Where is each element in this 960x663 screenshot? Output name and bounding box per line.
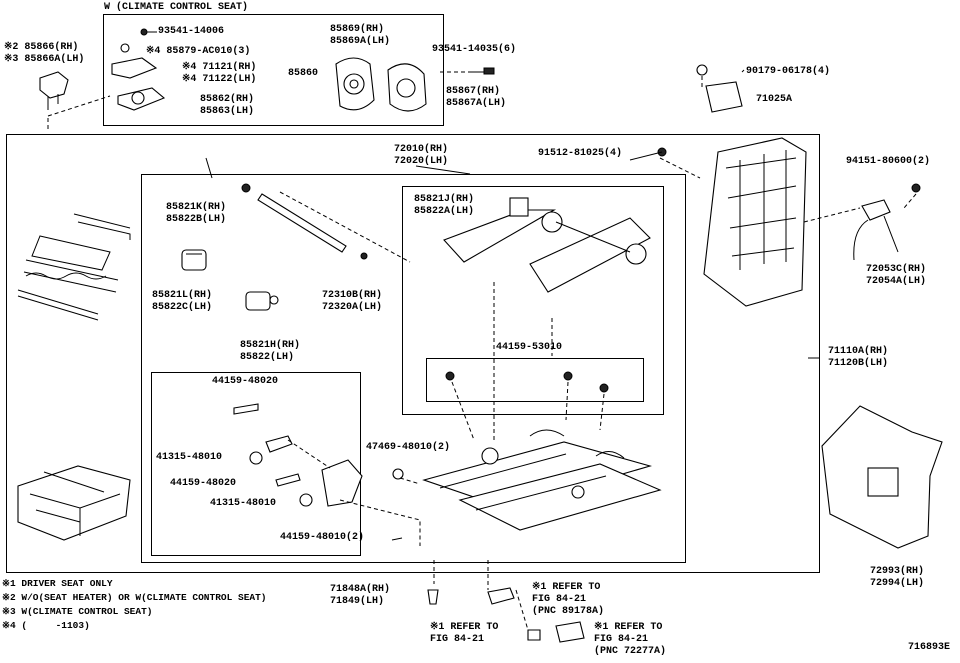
motor-l-part xyxy=(245,291,279,311)
reference-note-2: ※1 REFER TO FIG 84-21 xyxy=(430,622,499,645)
motor-k-part xyxy=(181,249,207,271)
label-85862: 85862(RH) 85863(LH) xyxy=(200,94,255,117)
shield-cover-part xyxy=(821,405,943,549)
label-85821J: 85821J(RH) 85822A(LH) xyxy=(414,194,475,217)
clip-part xyxy=(696,64,745,113)
footnote-4: ※4 ( -1103) xyxy=(2,620,90,631)
label-85821H: 85821H(RH) 85822(LH) xyxy=(240,340,301,363)
wire-connector-part xyxy=(487,560,585,643)
label-85821K: 85821K(RH) 85822B(LH) xyxy=(166,202,227,225)
diagram-id: 716893E xyxy=(908,642,951,653)
label-71025A: 71025A xyxy=(756,94,793,105)
label-85879: ※4 85879-AC010(3) xyxy=(146,46,251,57)
slide-rail-upper-part xyxy=(443,197,651,293)
label-44159-48020-b: 44159-48020 xyxy=(170,478,237,489)
footnote-1: ※1 DRIVER SEAT ONLY xyxy=(2,578,113,589)
label-72053C: 72053C(RH) 72054A(LH) xyxy=(866,264,927,287)
label-41315-48010-b: 41315-48010 xyxy=(210,498,277,509)
label-44159-48020-a: 44159-48020 xyxy=(212,376,279,387)
main-assembly-box xyxy=(6,134,820,573)
gear-subbox xyxy=(151,372,361,556)
climate-control-box xyxy=(103,14,444,126)
label-44159-53010: 44159-53010 xyxy=(496,342,563,353)
seat-track-part xyxy=(422,429,662,531)
label-90179: 90179-06178(4) xyxy=(746,66,831,77)
footnote-2: ※2 W/O(SEAT HEATER) OR W(CLIMATE CONTROL… xyxy=(2,592,267,603)
label-72993: 72993(RH) 72994(LH) xyxy=(870,566,925,589)
label-85860: 85860 xyxy=(288,68,319,79)
label-71110A: 71110A(RH) 71120B(LH) xyxy=(828,346,889,369)
torque-rod-part xyxy=(241,183,411,263)
label-72010: 72010(RH) 72020(LH) xyxy=(394,144,449,167)
label-72310B: 72310B(RH) 72320A(LH) xyxy=(322,290,383,313)
cushion-spring-part xyxy=(17,213,131,321)
seatback-frame-part xyxy=(657,137,861,307)
label-44159-48010: 44159-48010(2) xyxy=(280,532,365,543)
label-94151: 94151-80600(2) xyxy=(846,156,931,167)
reference-note-1: ※1 REFER TO FIG 84-21 (PNC 89178A) xyxy=(532,582,605,617)
heater-mat-part xyxy=(39,71,69,130)
label-85866: ※2 85866(RH) ※3 85866A(LH) xyxy=(4,42,85,65)
inner-frame-box xyxy=(141,174,686,563)
label-85821L: 85821L(RH) 85822C(LH) xyxy=(152,290,213,313)
bottom-bolt-part xyxy=(427,560,439,605)
gear-assembly-part xyxy=(233,403,421,546)
label-47469: 47469-48010(2) xyxy=(366,442,451,453)
footnote-3: ※3 W(CLIMATE CONTROL SEAT) xyxy=(2,606,153,617)
blower-motor-part xyxy=(111,28,166,111)
reference-note-3: ※1 REFER TO FIG 84-21 (PNC 72277A) xyxy=(594,622,667,657)
label-71121: ※4 71121(RH) ※4 71122(LH) xyxy=(182,62,257,85)
label-85867: 85867(RH) 85867A(LH) xyxy=(446,86,507,109)
label-85869: 85869(RH) 85869A(LH) xyxy=(330,24,391,47)
motor-subbox xyxy=(402,186,664,415)
label-41315-48010-a: 41315-48010 xyxy=(156,452,223,463)
climate-box-title: W (CLIMATE CONTROL SEAT) xyxy=(104,2,249,13)
cushion-frame-part xyxy=(17,465,131,541)
label-91512: 91512-81025(4) xyxy=(538,148,623,159)
label-71848A: 71848A(RH) 71849(LH) xyxy=(330,584,391,607)
seatback-hook-part xyxy=(853,183,921,261)
bolt-subbox xyxy=(426,358,644,402)
label-93541-14035: 93541-14035(6) xyxy=(432,44,517,55)
label-93541-14006: 93541-14006 xyxy=(158,26,225,37)
fan-housing-part xyxy=(335,57,495,112)
